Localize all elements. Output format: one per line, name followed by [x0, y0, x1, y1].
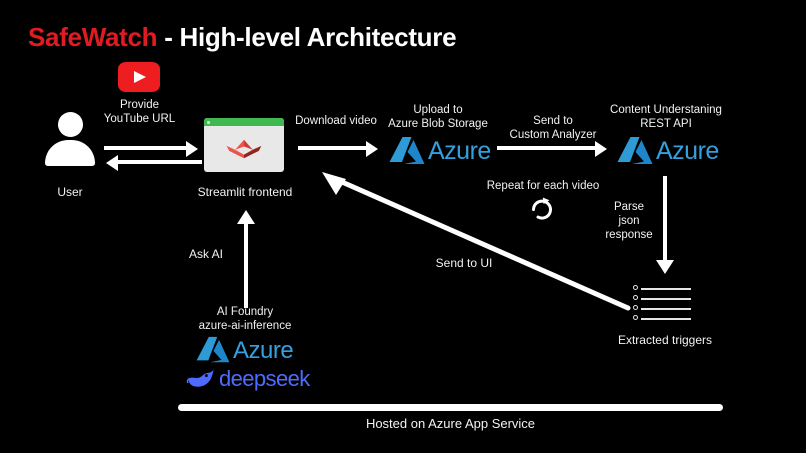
- azure-wordmark-blob: Azure: [428, 137, 491, 165]
- node-caption-triggers: Extracted triggers: [617, 333, 713, 347]
- person-head: [58, 112, 83, 137]
- azure-wordmark-foundry: Azure: [233, 336, 294, 364]
- edge-label-send-to-ui: Send to UI: [435, 256, 493, 270]
- azure-mark-icon: [617, 137, 653, 164]
- node-caption-user: User: [57, 185, 83, 199]
- arrow-triggers-to-streamlit: [322, 172, 631, 311]
- deepseek-whale-icon: [186, 369, 214, 387]
- title-brand: SafeWatch: [28, 22, 158, 52]
- title-rest: - High-level Architecture: [157, 22, 457, 52]
- window-dot: [207, 121, 210, 124]
- node-label-blob-storage: Upload to Azure Blob Storage: [388, 104, 488, 130]
- hosted-platform-label: Hosted on Azure App Service: [365, 416, 536, 431]
- node-label-ai-foundry: AI Foundry azure-ai-inference: [198, 306, 292, 332]
- node-caption-streamlit: Streamlit frontend: [197, 185, 293, 199]
- arrow-content-to-triggers: [655, 176, 675, 276]
- edge-label-download-video: Download video: [295, 115, 377, 127]
- extracted-triggers-list-icon: [633, 284, 697, 324]
- arrow-blob-to-content-understanding: [497, 141, 609, 157]
- trigger-row: [633, 284, 697, 292]
- azure-wordmark-content: Azure: [656, 137, 719, 165]
- node-label-content-understanding: Content Understaning REST API: [610, 104, 722, 130]
- azure-mark-icon: [196, 336, 230, 363]
- arrow-user-to-streamlit: [104, 141, 200, 157]
- page-title: SafeWatch - High-level Architecture: [28, 22, 457, 53]
- edge-label-repeat: Repeat for each video: [486, 180, 600, 192]
- azure-logo-content-understanding: Azure: [617, 136, 719, 167]
- window-titlebar: [204, 118, 284, 126]
- azure-mark-icon: [389, 137, 425, 164]
- arrow-streamlit-to-blob: [298, 141, 380, 157]
- streamlit-frontend-window: [204, 118, 284, 172]
- edge-label-parse-json: Parse json response: [605, 201, 653, 241]
- trigger-row: [633, 304, 697, 312]
- trigger-row: [633, 294, 697, 302]
- arrow-streamlit-to-user: [104, 155, 202, 171]
- edge-label-provide-url: Provide YouTube URL: [103, 99, 176, 125]
- azure-logo-ai-foundry: Azure: [196, 336, 294, 365]
- azure-logo-blob-storage: Azure: [389, 136, 491, 167]
- edge-label-ask-ai: Ask AI: [188, 247, 223, 261]
- deepseek-logo: deepseek: [186, 366, 310, 392]
- trigger-row: [633, 314, 697, 322]
- deepseek-wordmark: deepseek: [219, 366, 310, 391]
- streamlit-logo: [226, 139, 262, 159]
- edge-label-send-custom-analyzer: Send to Custom Analyzer: [509, 115, 597, 141]
- repeat-icon: [532, 197, 552, 220]
- play-triangle-icon: [134, 71, 146, 83]
- person-body: [45, 140, 95, 166]
- hosted-platform-bar: [178, 404, 723, 411]
- arrow-ai-foundry-to-streamlit: [236, 210, 256, 310]
- youtube-icon: [118, 62, 160, 92]
- person-icon: [42, 112, 98, 170]
